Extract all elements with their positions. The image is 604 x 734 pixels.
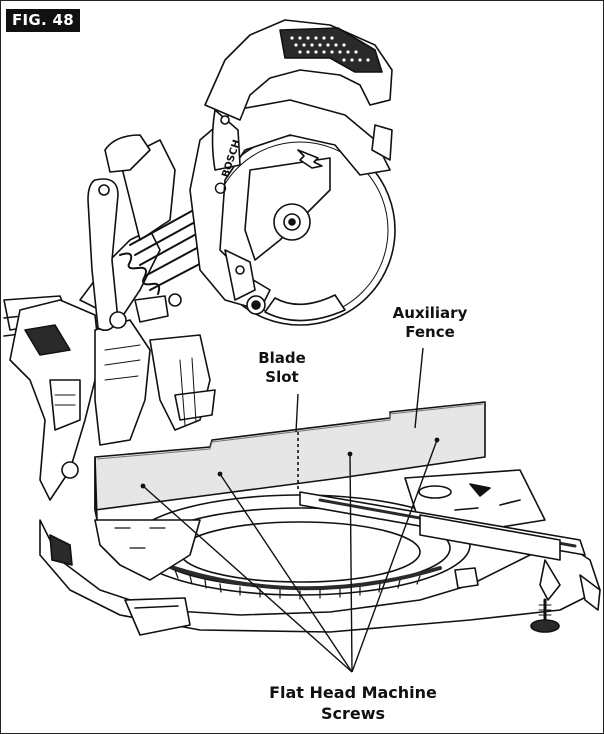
auxiliary-fence-leader [414,347,424,429]
auxiliary-fence-label-line1: Auxiliary [392,304,468,322]
screw-leader-4 [351,439,438,673]
blade-slot-label-line1: Blade [258,349,306,367]
saw-base [39,469,601,636]
blade-slot-label-line2: Slot [265,368,299,386]
screws-label-line1: Flat Head Machine [269,683,437,702]
extension-rail [299,491,601,633]
auxiliary-fence-label: Auxiliary Fence [380,304,480,342]
rotation-arrow-icon [297,149,323,169]
saw-head [189,19,396,326]
screws-label: Flat Head Machine Screws [248,682,458,724]
saw-arm-assembly [79,134,256,331]
blade-slot-leader [295,393,299,433]
figure-number-badge: FIG. 48 [6,9,81,32]
auxiliary-fence-label-line2: Fence [405,323,455,341]
saw-left-housing [9,299,216,501]
screws-label-line2: Screws [320,704,386,723]
screw-leader-3 [349,453,353,673]
screw-leader-1 [142,485,353,673]
screw-leader-2 [219,473,353,673]
blade-slot-label: Blade Slot [247,349,317,387]
auxiliary-fence-board [94,401,486,521]
leader-lines [142,347,438,673]
